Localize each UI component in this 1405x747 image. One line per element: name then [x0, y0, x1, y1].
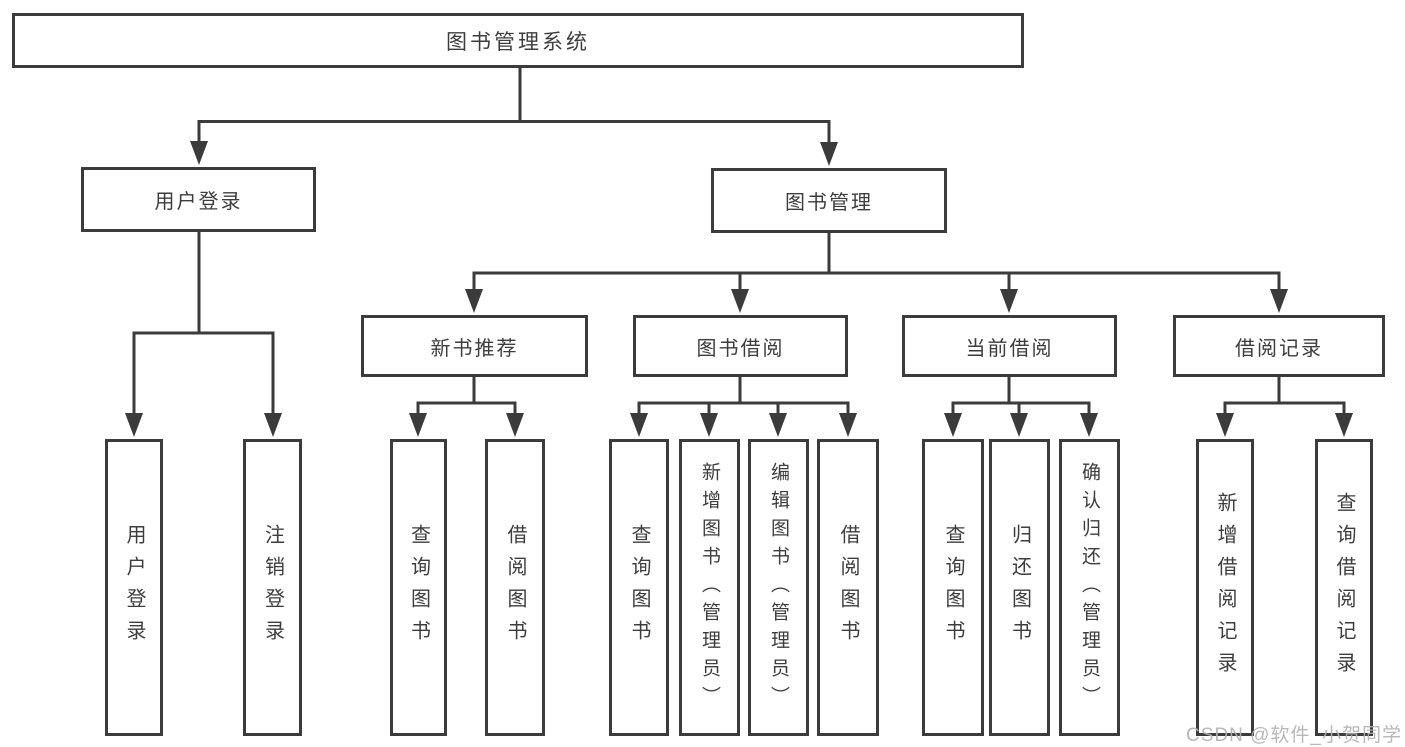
- arrowhead: [1000, 289, 1018, 313]
- arrowhead: [769, 413, 787, 437]
- arrowhead: [1080, 413, 1098, 437]
- connector-new-book-recommend-to-leaves: [409, 377, 524, 437]
- arrowhead: [465, 289, 483, 313]
- leaf-query-borrow-record: 查询借阅记录: [1315, 439, 1373, 736]
- leaf-user-login-label: 用户登录: [123, 523, 145, 652]
- leaf-add-books-admin-label: 新增图书（管理员）: [699, 461, 720, 714]
- node-current-borrow: 当前借阅: [902, 315, 1117, 377]
- node-root: 图书管理系统: [12, 13, 1024, 68]
- connector-root-to-level2: [190, 66, 838, 166]
- leaf-confirm-return-admin-label: 确认归还（管理员）: [1079, 461, 1100, 714]
- connector-book-borrow-to-leaves: [630, 377, 857, 437]
- node-book-borrow: 图书借阅: [633, 315, 848, 377]
- node-user-login-label: 用户登录: [154, 191, 243, 213]
- node-book-management: 图书管理: [711, 168, 947, 233]
- node-current-borrow-label: 当前借阅: [965, 337, 1054, 360]
- node-book-borrow-label: 图书借阅: [696, 337, 785, 360]
- arrowhead: [409, 413, 427, 437]
- connector-current-borrow-to-leaves: [944, 377, 1098, 437]
- leaf-confirm-return-admin: 确认归还（管理员）: [1059, 439, 1120, 736]
- leaf-query-borrow-record-label: 查询借阅记录: [1333, 491, 1355, 684]
- leaf-borrow-books-2-label: 借阅图书: [837, 523, 859, 652]
- leaf-add-borrow-record-label: 新增借阅记录: [1214, 491, 1236, 684]
- arrowhead: [1010, 413, 1028, 437]
- leaf-add-borrow-record: 新增借阅记录: [1196, 439, 1254, 736]
- leaf-add-books-admin: 新增图书（管理员）: [679, 439, 740, 736]
- arrowhead: [1216, 413, 1234, 437]
- node-root-label: 图书管理系统: [446, 30, 590, 54]
- node-borrow-records: 借阅记录: [1173, 315, 1385, 377]
- node-new-book-recommend-label: 新书推荐: [430, 337, 519, 360]
- node-new-book-recommend: 新书推荐: [361, 315, 588, 377]
- connector-borrow-records-to-leaves: [1216, 377, 1353, 437]
- arrowhead: [125, 413, 143, 437]
- arrowhead: [1270, 289, 1288, 313]
- arrowhead: [700, 413, 718, 437]
- arrowhead: [264, 413, 282, 437]
- leaf-query-books-3: 查询图书: [922, 439, 984, 736]
- leaf-edit-books-admin: 编辑图书（管理员）: [748, 439, 809, 736]
- leaf-borrow-books-1: 借阅图书: [485, 439, 545, 736]
- leaf-query-books-1: 查询图书: [390, 439, 447, 736]
- leaf-query-books-2: 查询图书: [609, 439, 669, 736]
- leaf-return-books: 归还图书: [989, 439, 1050, 736]
- leaf-borrow-books-2: 借阅图书: [817, 439, 879, 736]
- leaf-query-books-1-label: 查询图书: [407, 523, 430, 652]
- leaf-edit-books-admin-label: 编辑图书（管理员）: [768, 461, 789, 714]
- leaf-logout: 注销登录: [243, 439, 302, 736]
- node-user-login: 用户登录: [81, 167, 316, 232]
- leaf-query-books-3-label: 查询图书: [942, 523, 964, 652]
- leaf-borrow-books-1-label: 借阅图书: [504, 523, 526, 652]
- connector-book-management-to-level3: [465, 233, 1288, 313]
- node-book-management-label: 图书管理: [785, 192, 873, 214]
- arrowhead: [731, 289, 749, 313]
- csdn-watermark: CSDN @软件_小贺同学: [1186, 725, 1402, 746]
- connector-user-login-to-leaves: [125, 232, 282, 437]
- arrowhead: [630, 413, 648, 437]
- leaf-query-books-2-label: 查询图书: [628, 523, 650, 652]
- arrowhead: [506, 413, 524, 437]
- arrowhead: [1335, 413, 1353, 437]
- node-borrow-records-label: 借阅记录: [1235, 337, 1323, 360]
- leaf-user-login: 用户登录: [105, 439, 163, 736]
- leaf-logout-label: 注销登录: [261, 523, 284, 652]
- arrowhead: [944, 413, 962, 437]
- arrowhead: [839, 413, 857, 437]
- arrowhead: [820, 142, 838, 166]
- arrowhead: [190, 141, 208, 165]
- leaf-return-books-label: 归还图书: [1008, 523, 1031, 652]
